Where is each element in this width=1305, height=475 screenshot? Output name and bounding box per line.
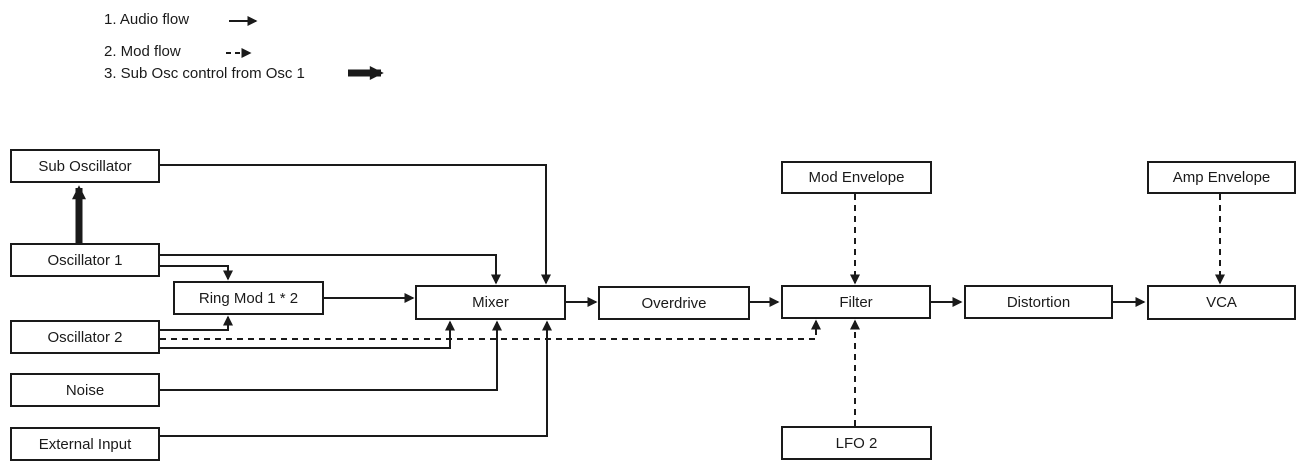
node-noise: Noise [10, 373, 160, 407]
legend-item-mod-flow: 2. Mod flow [104, 43, 181, 60]
node-lfo-2: LFO 2 [781, 426, 932, 460]
legend-item-audio-flow: 1. Audio flow [104, 11, 190, 28]
node-mod-envelope: Mod Envelope [781, 161, 932, 194]
connector-oscillator-2-to-mixer [160, 320, 455, 349]
node-external-input: External Input [10, 427, 160, 461]
legend-item-sub-osc-control: 3. Sub Osc control from Osc 1 [104, 65, 305, 82]
connector-oscillator-1-to-ring-mod [160, 265, 233, 281]
connector-noise-to-mixer [160, 320, 502, 391]
node-sub-oscillator: Sub Oscillator [10, 149, 160, 183]
node-overdrive: Overdrive [598, 286, 750, 320]
connector-sub-oscillator-to-mixer [160, 164, 551, 285]
connector-external-input-to-mixer [160, 320, 552, 437]
node-filter: Filter [781, 285, 931, 319]
node-distortion: Distortion [964, 285, 1113, 319]
connector-oscillator-1-to-mixer [160, 254, 501, 285]
node-ring-mod: Ring Mod 1 * 2 [173, 281, 324, 315]
connector-oscillator-2-to-filter [160, 319, 821, 340]
node-amp-envelope: Amp Envelope [1147, 161, 1296, 194]
node-oscillator-1: Oscillator 1 [10, 243, 160, 277]
node-mixer: Mixer [415, 285, 566, 320]
connector-oscillator-2-to-ring-mod [160, 315, 233, 331]
node-oscillator-2: Oscillator 2 [10, 320, 160, 354]
node-vca: VCA [1147, 285, 1296, 320]
